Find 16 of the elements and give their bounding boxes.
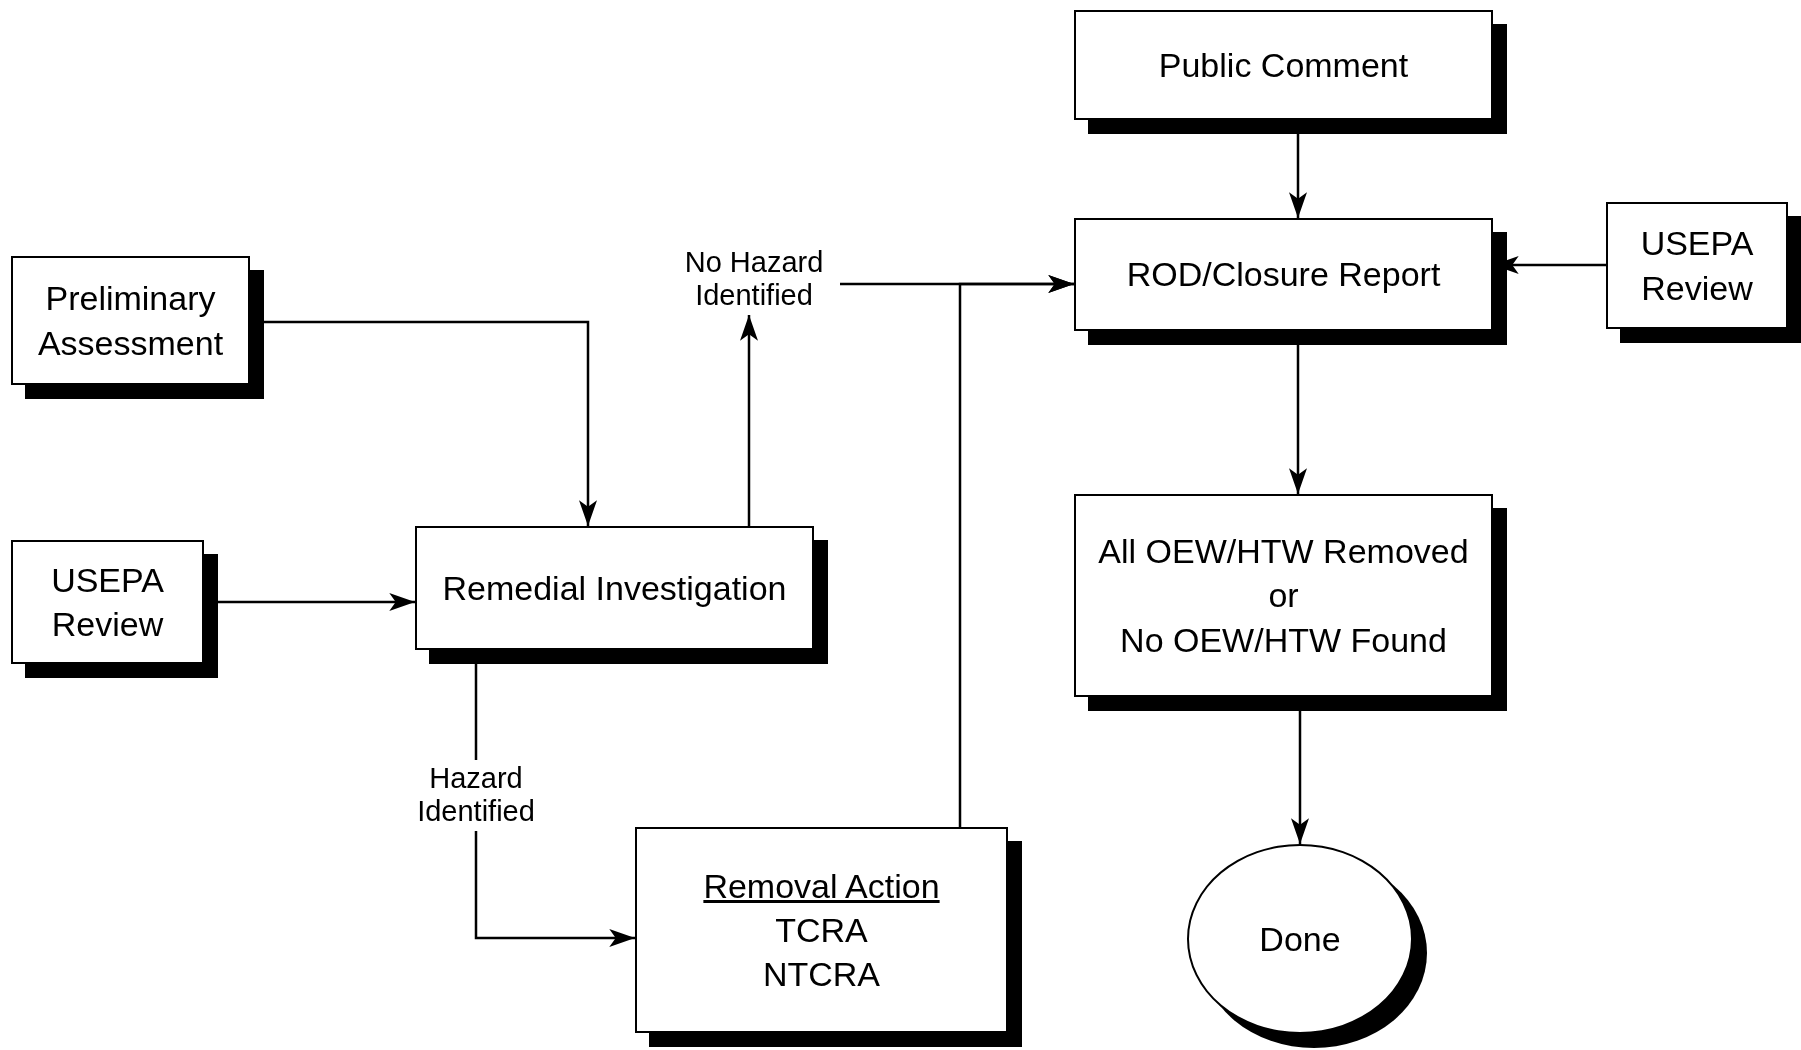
box-text: USEPA Review (1639, 223, 1755, 309)
box-text: No OEW/HTW Found (1120, 619, 1447, 661)
arrow (740, 315, 758, 526)
box-text: Public Comment (1158, 44, 1409, 86)
box-text: USEPA Review (50, 559, 165, 645)
outcome-text: No Hazard Identified (668, 243, 840, 315)
box-heading: Removal Action (703, 865, 940, 907)
box-text: ROD/Closure Report (1126, 254, 1441, 296)
box-text: All OEW/HTW Removed (1098, 531, 1469, 573)
box-text: Done (1259, 918, 1341, 960)
box-text: Remedial Investigation (442, 567, 787, 609)
box-text: or (1268, 575, 1299, 617)
box-text: TCRA (775, 909, 868, 951)
arrow (958, 275, 1074, 827)
box-text: Preliminary Assessment (36, 278, 225, 364)
box-text: NTCRA (762, 954, 881, 996)
